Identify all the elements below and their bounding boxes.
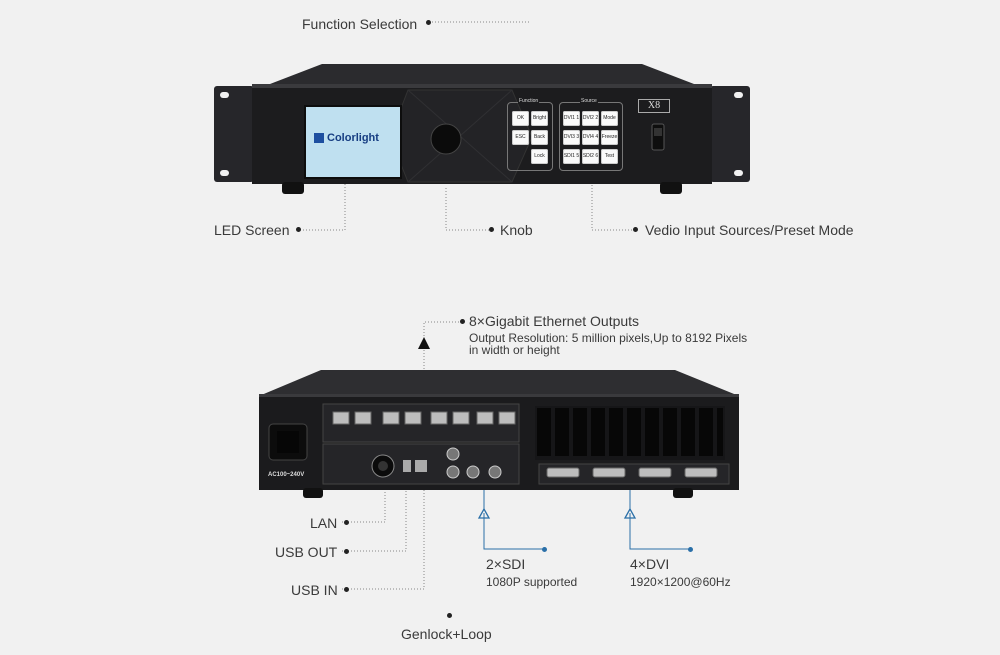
- lan-marker: [344, 520, 349, 525]
- model-badge: X8: [638, 99, 670, 113]
- dvi3-button[interactable]: DVI3 3: [563, 130, 580, 145]
- knob-label: Knob: [500, 222, 533, 238]
- dvi4-button[interactable]: DVI4 4: [582, 130, 599, 145]
- source-button-group: Source DVI1 1 DVI2 2 Mode DVI3 3 DVI4 4 …: [559, 98, 623, 171]
- back-button[interactable]: Back: [531, 130, 548, 145]
- screen-logo-text: Colorlight: [327, 132, 379, 144]
- lock-button[interactable]: Lock: [531, 149, 548, 164]
- ethernet-marker: [460, 319, 465, 324]
- function-selection-marker: [426, 20, 431, 25]
- led-screen-display: Colorlight: [304, 105, 402, 179]
- bright-button[interactable]: Bright: [531, 111, 548, 126]
- lan-label: LAN: [310, 515, 338, 531]
- dvi-desc: 1920×1200@60Hz: [630, 575, 731, 589]
- ethernet-desc-line1: Output Resolution: 5 million pixels,Up t…: [469, 331, 748, 345]
- esc-button[interactable]: ESC: [512, 130, 529, 145]
- usb-out-marker: [344, 549, 349, 554]
- sdi2-button[interactable]: SDI2 6: [582, 149, 599, 164]
- sdi-marker: [542, 547, 547, 552]
- power-rating-label: AC100~240V: [268, 472, 305, 478]
- function-group-label: Function: [518, 98, 540, 104]
- sdi1-button[interactable]: SDI1 5: [563, 149, 580, 164]
- rear-vent-grille: [537, 408, 723, 456]
- usb-out-label: USB OUT: [275, 544, 338, 560]
- test-button[interactable]: Test: [601, 149, 618, 164]
- ethernet-desc-line2: in width or height: [469, 343, 560, 357]
- input-sources-marker: [633, 227, 638, 232]
- led-screen-label: LED Screen: [214, 222, 290, 238]
- usb-in-label: USB IN: [291, 582, 338, 598]
- ethernet-title: 8×Gigabit Ethernet Outputs: [469, 313, 640, 329]
- sdi-desc: 1080P supported: [486, 575, 578, 589]
- knob-marker: [489, 227, 494, 232]
- function-button-group: Function OK Bright ESC Back Lock: [507, 98, 553, 171]
- front-panel-device: [214, 64, 750, 194]
- dvi-title: 4×DVI: [630, 556, 670, 572]
- freeze-button[interactable]: Freeze: [601, 130, 618, 145]
- function-selection-label: Function Selection: [302, 16, 418, 32]
- source-group-label: Source: [580, 98, 598, 104]
- mode-button[interactable]: Mode: [601, 111, 618, 126]
- ok-button[interactable]: OK: [512, 111, 529, 126]
- dvi1-button[interactable]: DVI1 1: [563, 111, 580, 126]
- genlock-label: Genlock+Loop: [401, 626, 492, 642]
- led-screen-marker: [296, 227, 301, 232]
- colorlight-logo-icon: [314, 133, 324, 143]
- dvi2-button[interactable]: DVI2 2: [582, 111, 599, 126]
- dvi-marker: [688, 547, 693, 552]
- usb-in-marker: [344, 587, 349, 592]
- genlock-marker: [447, 613, 452, 618]
- input-sources-label: Vedio Input Sources/Preset Mode: [645, 222, 854, 238]
- sdi-title: 2×SDI: [486, 556, 526, 572]
